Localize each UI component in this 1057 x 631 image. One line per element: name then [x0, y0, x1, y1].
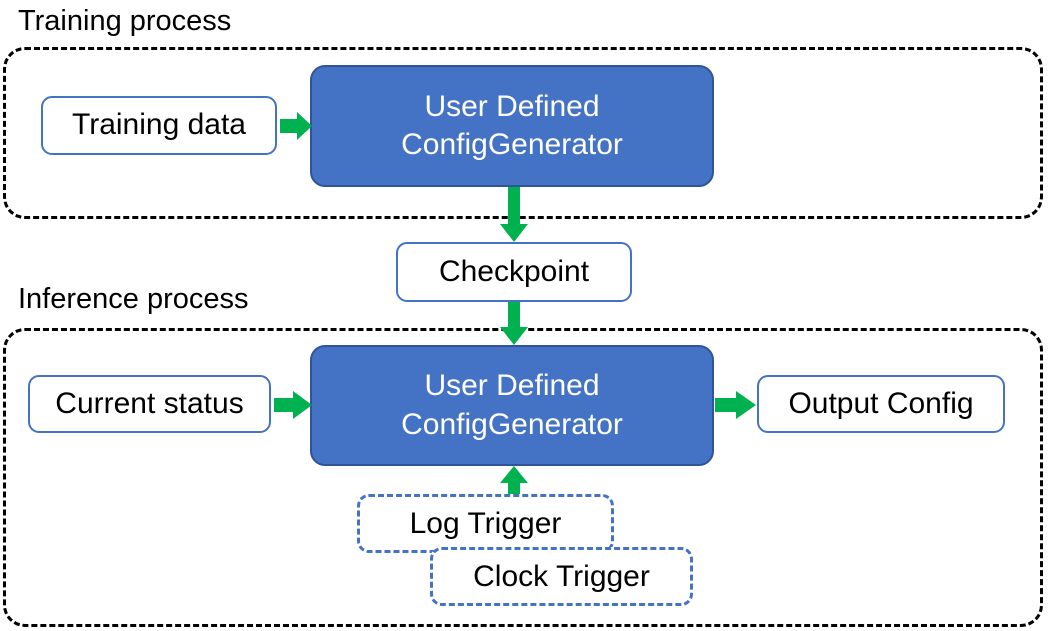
training-data-box[interactable]: Training data: [41, 96, 277, 155]
training-process-title: Training process: [18, 5, 232, 37]
output-config-box[interactable]: Output Config: [757, 375, 1005, 433]
clock-trigger-box[interactable]: Clock Trigger: [430, 547, 693, 606]
output-config-label: Output Config: [788, 386, 974, 420]
inference-config-generator-box[interactable]: User Defined ConfigGenerator: [310, 345, 714, 466]
training-config-generator-box[interactable]: User Defined ConfigGenerator: [310, 65, 714, 187]
inference-generator-line2: ConfigGenerator: [401, 407, 623, 441]
training-generator-line1: User Defined: [424, 89, 600, 123]
current-status-label: Current status: [55, 386, 244, 420]
training-data-label: Training data: [72, 108, 246, 142]
log-trigger-box[interactable]: Log Trigger: [357, 494, 614, 553]
training-generator-line2: ConfigGenerator: [401, 128, 623, 161]
clock-trigger-label: Clock Trigger: [473, 559, 650, 593]
log-trigger-label: Log Trigger: [409, 506, 562, 540]
inference-generator-line1: User Defined: [424, 369, 600, 403]
checkpoint-box[interactable]: Checkpoint: [396, 242, 632, 302]
inference-process-title: Inference process: [18, 283, 249, 315]
checkpoint-label: Checkpoint: [438, 254, 590, 288]
current-status-box[interactable]: Current status: [28, 375, 271, 433]
